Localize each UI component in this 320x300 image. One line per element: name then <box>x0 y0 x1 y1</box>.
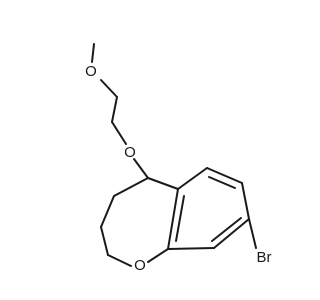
bond-c9a-c5a-double <box>175 195 185 242</box>
bond-c6-c7 <box>206 167 243 184</box>
bond-ch2-o-ether <box>111 121 127 145</box>
bond-methyl-o <box>91 43 95 63</box>
bond-c7-c8 <box>241 182 250 220</box>
atom-label-o-ring: O <box>134 257 146 274</box>
atom-label-o-ether: O <box>124 144 136 161</box>
bond-c2-o-ring <box>107 254 132 267</box>
bond-o-ch2 <box>100 79 118 98</box>
bond-c5-c5a <box>147 177 179 190</box>
bond-o-c5 <box>133 158 149 179</box>
bond-c6-c7-double <box>208 176 236 189</box>
bond-c8-br <box>248 218 257 249</box>
bond-ch2-ch2 <box>111 96 118 123</box>
bond-c8-c9 <box>213 218 250 249</box>
atom-label-o-methoxy: O <box>85 63 97 80</box>
bond-c4-c3 <box>100 195 115 228</box>
bond-c9-c9a <box>167 247 215 250</box>
molecule-structure: O O O Br <box>85 43 272 274</box>
atom-label-br: Br <box>257 249 272 266</box>
bond-c5a-c6 <box>177 167 208 190</box>
bond-c9a-c5a <box>167 188 179 250</box>
bond-c5-c4 <box>113 177 149 197</box>
bond-c8-c9-double <box>211 217 242 242</box>
bond-o-ring-c9a <box>147 248 169 263</box>
bond-c3-c2 <box>100 226 109 256</box>
